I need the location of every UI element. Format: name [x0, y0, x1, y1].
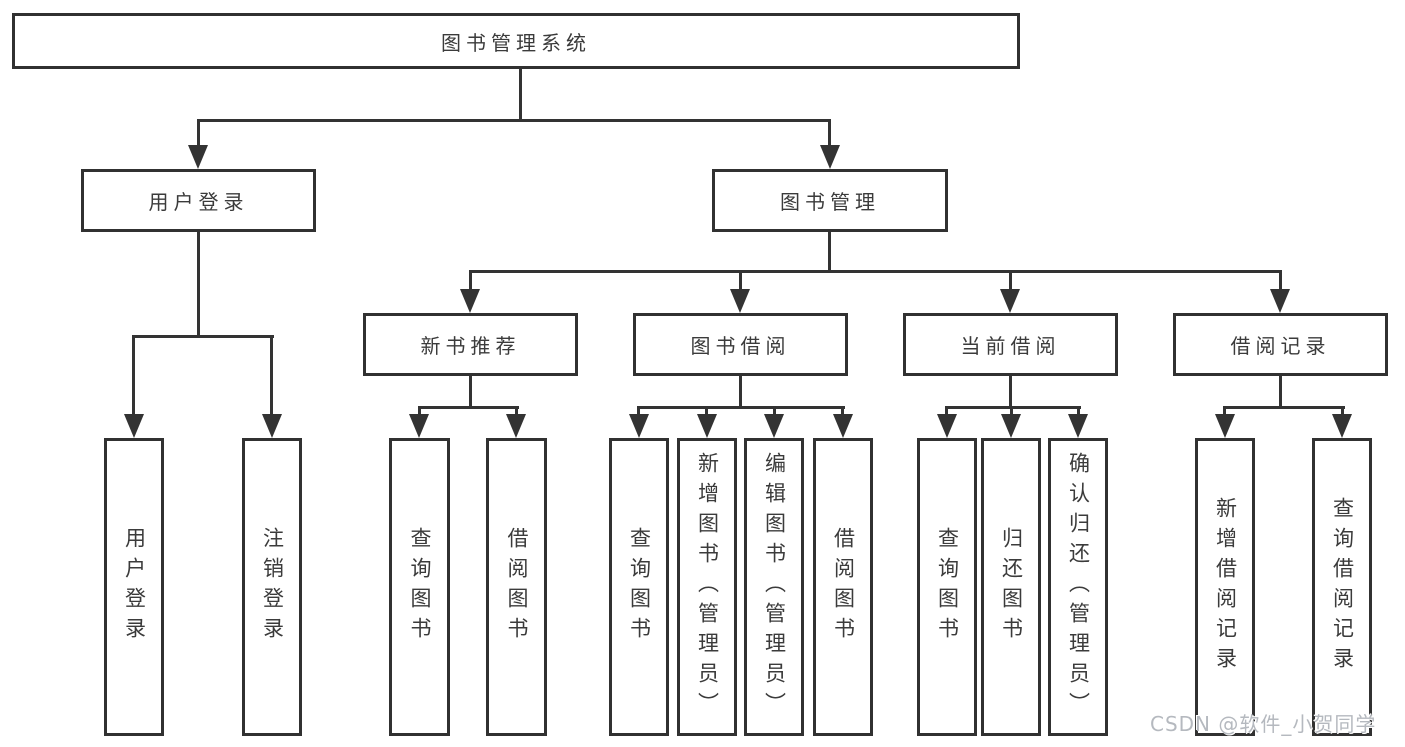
- leaf-label: 新增借阅记录: [1213, 497, 1238, 677]
- arrow-down-icon: [409, 414, 429, 438]
- node-root: 图书管理系统: [12, 13, 1020, 69]
- leaf-label: 注销登录: [260, 527, 285, 647]
- connector-line: [705, 406, 708, 416]
- connector-line: [270, 335, 273, 416]
- leaf-label: 用户登录: [122, 527, 147, 647]
- connector-line: [1009, 270, 1012, 291]
- connector-hline: [637, 406, 845, 409]
- arrow-down-icon: [506, 414, 526, 438]
- arrow-down-icon: [833, 414, 853, 438]
- connector-line: [1223, 406, 1226, 416]
- arrow-down-icon: [1270, 289, 1290, 313]
- connector-line: [637, 406, 640, 416]
- connector-line: [1010, 406, 1013, 416]
- leaf-return-books: 归还图书: [981, 438, 1041, 736]
- connector-line: [197, 119, 200, 147]
- connector-line: [1077, 406, 1080, 416]
- connector-line: [469, 270, 472, 291]
- leaf-label: 查询图书: [935, 527, 960, 647]
- leaf-confirm-return-admin: 确认归还（管理员）: [1048, 438, 1108, 736]
- leaf-borrow-books-recommend: 借阅图书: [486, 438, 547, 736]
- connector-line: [1279, 270, 1282, 291]
- leaf-label: 确认归还（管理员）: [1066, 452, 1091, 722]
- arrow-down-icon: [629, 414, 649, 438]
- leaf-query-borrow-record: 查询借阅记录: [1312, 438, 1372, 736]
- leaf-query-books-current: 查询图书: [917, 438, 977, 736]
- node-book-borrow-label: 图书借阅: [690, 334, 791, 358]
- connector-line: [132, 335, 135, 416]
- node-root-label: 图书管理系统: [441, 30, 591, 55]
- connector-line: [418, 406, 421, 416]
- arrow-down-icon: [1215, 414, 1235, 438]
- node-current-borrow-label: 当前借阅: [960, 334, 1061, 358]
- connector-root-stub: [519, 69, 522, 119]
- node-borrow-records: 借阅记录: [1173, 313, 1388, 376]
- connector-line: [1341, 406, 1344, 416]
- connector-level3-hline: [469, 270, 1282, 273]
- node-new-book-recommend: 新书推荐: [363, 313, 578, 376]
- arrow-down-icon: [188, 145, 208, 169]
- leaf-add-borrow-record: 新增借阅记录: [1195, 438, 1255, 736]
- leaf-user-login: 用户登录: [104, 438, 164, 736]
- leaf-add-book-admin: 新增图书（管理员）: [677, 438, 737, 736]
- leaf-logout: 注销登录: [242, 438, 302, 736]
- leaf-edit-book-admin: 编辑图书（管理员）: [744, 438, 804, 736]
- connector-line: [773, 406, 776, 416]
- node-user-login-label: 用户登录: [148, 190, 249, 214]
- arrow-down-icon: [460, 289, 480, 313]
- connector-line: [739, 270, 742, 291]
- leaf-label: 查询图书: [627, 527, 652, 647]
- connector-line: [469, 376, 472, 406]
- arrow-down-icon: [262, 414, 282, 438]
- node-current-borrow: 当前借阅: [903, 313, 1118, 376]
- arrow-down-icon: [1068, 414, 1088, 438]
- node-book-management: 图书管理: [712, 169, 948, 232]
- connector-line: [841, 406, 844, 416]
- arrow-down-icon: [1000, 289, 1020, 313]
- leaf-label: 编辑图书（管理员）: [762, 452, 787, 722]
- arrow-down-icon: [1332, 414, 1352, 438]
- leaf-label: 新增图书（管理员）: [695, 452, 720, 722]
- watermark: CSDN @软件_小贺同学: [1150, 712, 1377, 736]
- leaf-label: 查询图书: [408, 527, 432, 647]
- arrow-down-icon: [820, 145, 840, 169]
- connector-line: [515, 406, 518, 416]
- leaf-label: 查询借阅记录: [1330, 497, 1355, 677]
- leaf-label: 归还图书: [999, 527, 1024, 647]
- connector-line: [1009, 376, 1012, 406]
- connector-line: [828, 232, 831, 270]
- connector-line: [945, 406, 948, 416]
- connector-line: [1279, 376, 1282, 406]
- connector-hline: [945, 406, 1081, 409]
- node-book-borrow: 图书借阅: [633, 313, 848, 376]
- connector-hline: [1223, 406, 1345, 409]
- arrow-down-icon: [764, 414, 784, 438]
- node-new-book-recommend-label: 新书推荐: [420, 334, 521, 358]
- connector-line: [197, 232, 200, 335]
- leaf-label: 借阅图书: [831, 527, 856, 647]
- arrow-down-icon: [730, 289, 750, 313]
- leaf-label: 借阅图书: [505, 527, 529, 647]
- arrow-down-icon: [1001, 414, 1021, 438]
- arrow-down-icon: [124, 414, 144, 438]
- connector-line: [828, 119, 831, 147]
- connector-line: [739, 376, 742, 406]
- node-user-login: 用户登录: [81, 169, 316, 232]
- connector-level2-hline: [197, 119, 831, 122]
- connector-hline: [418, 406, 519, 409]
- leaf-query-books-borrow: 查询图书: [609, 438, 669, 736]
- leaf-query-books-recommend: 查询图书: [389, 438, 450, 736]
- arrow-down-icon: [697, 414, 717, 438]
- leaf-borrow-books: 借阅图书: [813, 438, 873, 736]
- node-book-management-label: 图书管理: [780, 190, 880, 214]
- connector-hline: [132, 335, 274, 338]
- node-borrow-records-label: 借阅记录: [1230, 334, 1331, 358]
- arrow-down-icon: [937, 414, 957, 438]
